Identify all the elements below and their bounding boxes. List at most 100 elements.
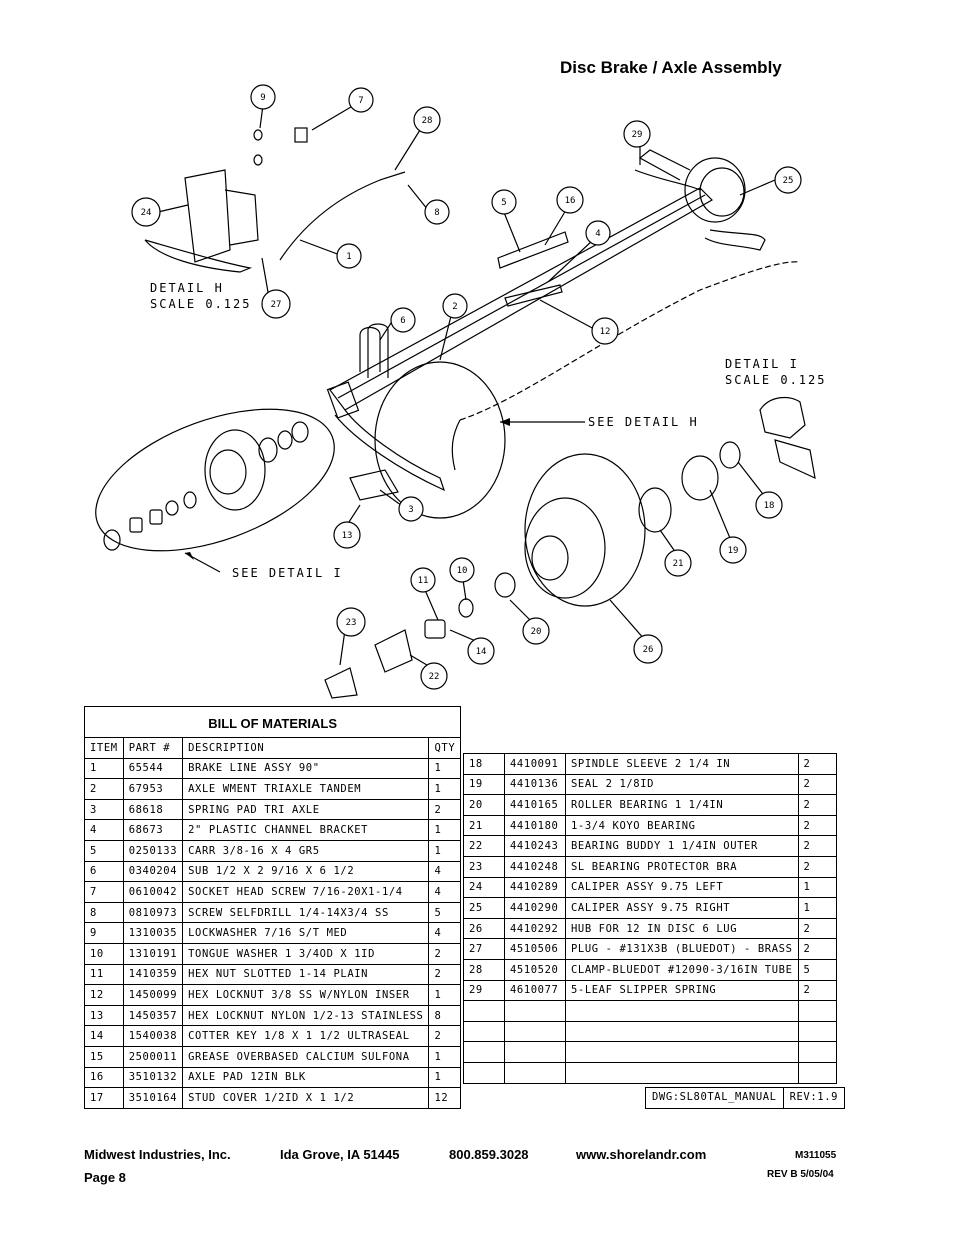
callout-20: 20: [531, 627, 542, 637]
part-number: 65544: [122, 757, 184, 780]
part-number: [504, 1000, 566, 1022]
part-description: SL BEARING PROTECTOR BRA: [565, 855, 799, 878]
callout-5: 5: [501, 198, 506, 208]
item-number: 29: [463, 979, 505, 1002]
page-title: Disc Brake / Axle Assembly: [560, 58, 782, 77]
part-description: AXLE WMENT TRIAXLE TANDEM: [182, 778, 430, 800]
quantity: 2: [428, 798, 462, 821]
callout-18: 18: [764, 501, 775, 511]
part-description: [565, 1061, 799, 1084]
quantity: 1: [428, 839, 462, 862]
item-number: 6: [84, 860, 124, 883]
item-number: 28: [463, 958, 505, 981]
callout-22: 22: [429, 672, 440, 682]
callout-9: 9: [260, 93, 265, 103]
part-description: 5-LEAF SLIPPER SPRING: [565, 979, 799, 1002]
item-number: 14: [84, 1025, 124, 1047]
quantity: 2: [797, 855, 837, 878]
part-number: [504, 1061, 566, 1084]
item-number: 20: [463, 794, 505, 816]
part-number: 4410248: [504, 855, 566, 878]
quantity: 2: [797, 753, 837, 775]
part-number: 68618: [122, 798, 184, 821]
callout-8: 8: [434, 208, 439, 218]
quantity: 2: [797, 773, 837, 796]
part-description: HUB FOR 12 IN DISC 6 LUG: [565, 917, 799, 940]
callout-10: 10: [457, 566, 468, 576]
part-number: 0250133: [122, 839, 184, 862]
quantity: 4: [428, 922, 462, 944]
part-number: [504, 1020, 566, 1043]
header-item: ITEM: [84, 737, 124, 759]
item-number: 22: [463, 835, 505, 857]
item-number: [463, 1020, 505, 1043]
callout-1: 1: [346, 252, 351, 262]
item-number: 18: [463, 753, 505, 775]
part-description: COTTER KEY 1/8 X 1 1/2 ULTRASEAL: [182, 1025, 430, 1047]
callout-6: 6: [400, 316, 405, 326]
bom-row: [463, 1041, 837, 1063]
quantity: 2: [797, 835, 837, 857]
part-description: CLAMP-BLUEDOT #12090-3/16IN TUBE: [565, 958, 799, 981]
item-number: 26: [463, 917, 505, 940]
part-number: 67953: [122, 778, 184, 800]
part-number: 2500011: [122, 1045, 184, 1068]
callout-13: 13: [342, 531, 353, 541]
part-description: AXLE PAD 12IN BLK: [182, 1066, 430, 1089]
item-number: 3: [84, 798, 124, 821]
quantity: 2: [797, 979, 837, 1002]
header-description: DESCRIPTION: [182, 737, 430, 759]
item-number: 24: [463, 876, 505, 899]
footer-page: Page 8: [84, 1170, 126, 1185]
item-number: 25: [463, 897, 505, 919]
item-number: [463, 1000, 505, 1022]
item-number: 21: [463, 814, 505, 837]
callout-25: 25: [783, 176, 794, 186]
quantity: 1: [428, 757, 462, 780]
part-number: 4410165: [504, 794, 566, 816]
callout-2: 2: [452, 302, 457, 312]
drawing-revision: REV:1.9: [782, 1088, 844, 1108]
callout-28: 28: [422, 116, 433, 126]
part-number: 4410136: [504, 773, 566, 796]
callout-29: 29: [632, 130, 643, 140]
quantity: 1: [797, 876, 837, 899]
part-description: CARR 3/8-16 X 4 GR5: [182, 839, 430, 862]
item-number: 8: [84, 901, 124, 924]
callout-24: 24: [141, 208, 152, 218]
axle-assembly-diagram: 9 7 28 24 8 1 27 29 25 5 16 4 6 2 12 3 1…: [95, 84, 824, 699]
footer-location: Ida Grove, IA 51445: [280, 1147, 400, 1162]
quantity: 2: [797, 938, 837, 960]
item-number: [463, 1041, 505, 1063]
part-number: 4410180: [504, 814, 566, 837]
item-number: 7: [84, 881, 124, 903]
part-description: GREASE OVERBASED CALCIUM SULFONA: [182, 1045, 430, 1068]
brake-line: [459, 261, 801, 421]
part-description: SUB 1/2 X 2 9/16 X 6 1/2: [182, 860, 430, 883]
part-number: 0810973: [122, 901, 184, 924]
part-number: 1410359: [122, 963, 184, 986]
part-number: 4410243: [504, 835, 566, 857]
quantity: 2: [797, 794, 837, 816]
callout-23: 23: [346, 618, 357, 628]
bom-table-left: BILL OF MATERIALS ITEM PART # DESCRIPTIO…: [83, 706, 462, 1109]
quantity: 12: [428, 1087, 462, 1109]
part-number: 4410091: [504, 753, 566, 775]
callout-19: 19: [728, 546, 739, 556]
part-description: SPRING PAD TRI AXLE: [182, 798, 430, 821]
part-description: LOCKWASHER 7/16 S/T MED: [182, 922, 430, 944]
part-description: SEAL 2 1/8ID: [565, 773, 799, 796]
part-number: [504, 1041, 566, 1063]
